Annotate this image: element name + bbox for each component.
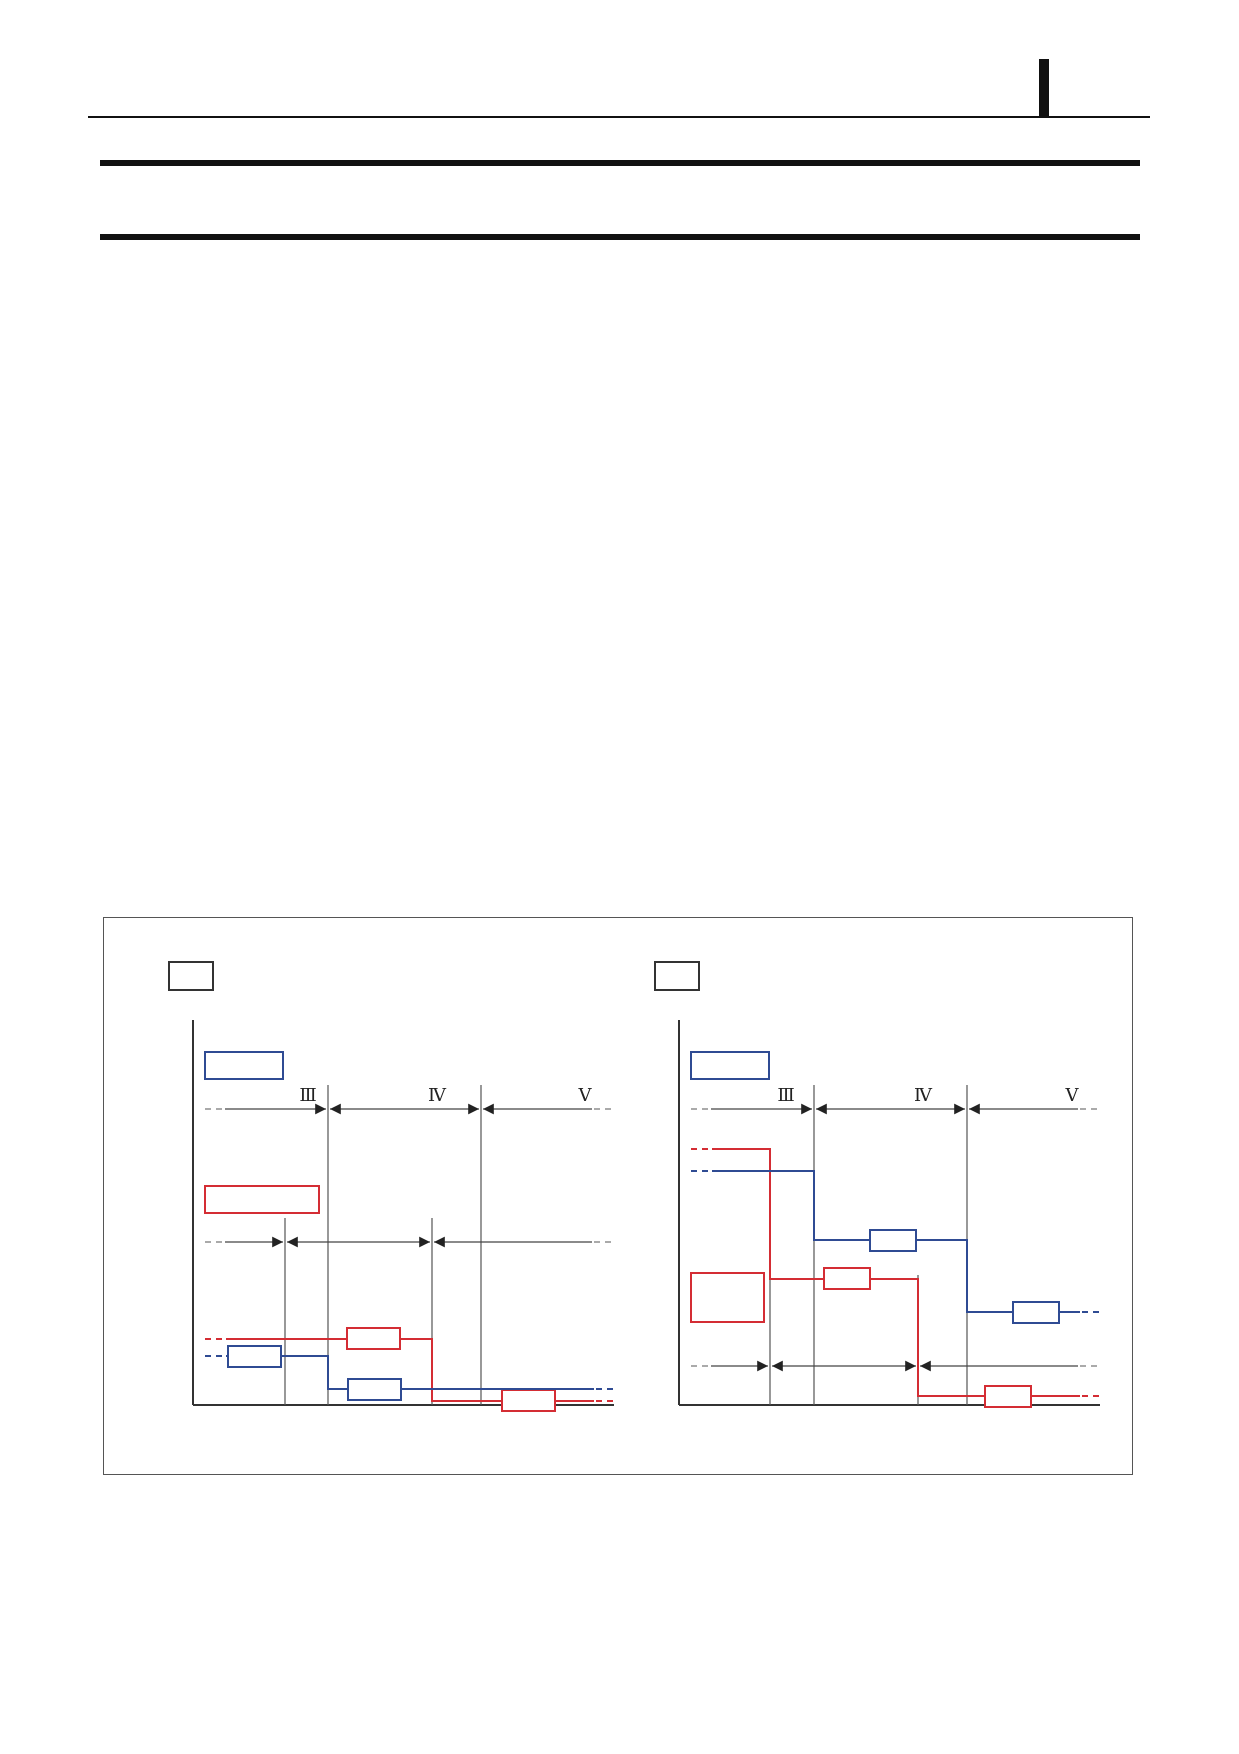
right-stage-label-4: Ⅳ <box>914 1085 933 1106</box>
left-red-tag-2 <box>501 1389 556 1412</box>
left-red-legend-box <box>204 1185 320 1214</box>
left-blue-legend-box <box>204 1051 284 1080</box>
left-stage-label-5: Ⅴ <box>578 1085 593 1106</box>
right-panel: Ⅲ Ⅳ Ⅴ <box>654 961 1100 1408</box>
right-red-tag-1 <box>823 1267 871 1290</box>
figure-frame <box>103 917 1133 1475</box>
left-stage-label-4: Ⅳ <box>428 1085 447 1106</box>
right-red-curve <box>712 1148 1080 1397</box>
title-rule-top <box>100 160 1140 166</box>
right-blue-tag-2 <box>1012 1301 1060 1324</box>
right-red-tag-2 <box>984 1385 1032 1408</box>
left-panel-label-box <box>168 961 214 991</box>
header-rule <box>88 116 1150 118</box>
left-stage-label-3: Ⅲ <box>299 1085 316 1106</box>
chapter-marker <box>1039 59 1049 117</box>
right-stage-label-3: Ⅲ <box>777 1085 794 1106</box>
right-panel-label-box <box>654 961 700 991</box>
right-red-legend-box <box>690 1272 765 1323</box>
title-rule-bottom <box>100 234 1140 240</box>
left-panel: Ⅲ Ⅳ Ⅴ <box>168 961 614 1412</box>
right-blue-tag-1 <box>869 1229 917 1252</box>
right-stage-label-5: Ⅴ <box>1065 1085 1080 1106</box>
left-red-tag-1 <box>346 1327 401 1350</box>
left-blue-tag-1 <box>227 1345 282 1368</box>
right-blue-legend-box <box>690 1051 770 1080</box>
left-blue-tag-2 <box>347 1378 402 1401</box>
